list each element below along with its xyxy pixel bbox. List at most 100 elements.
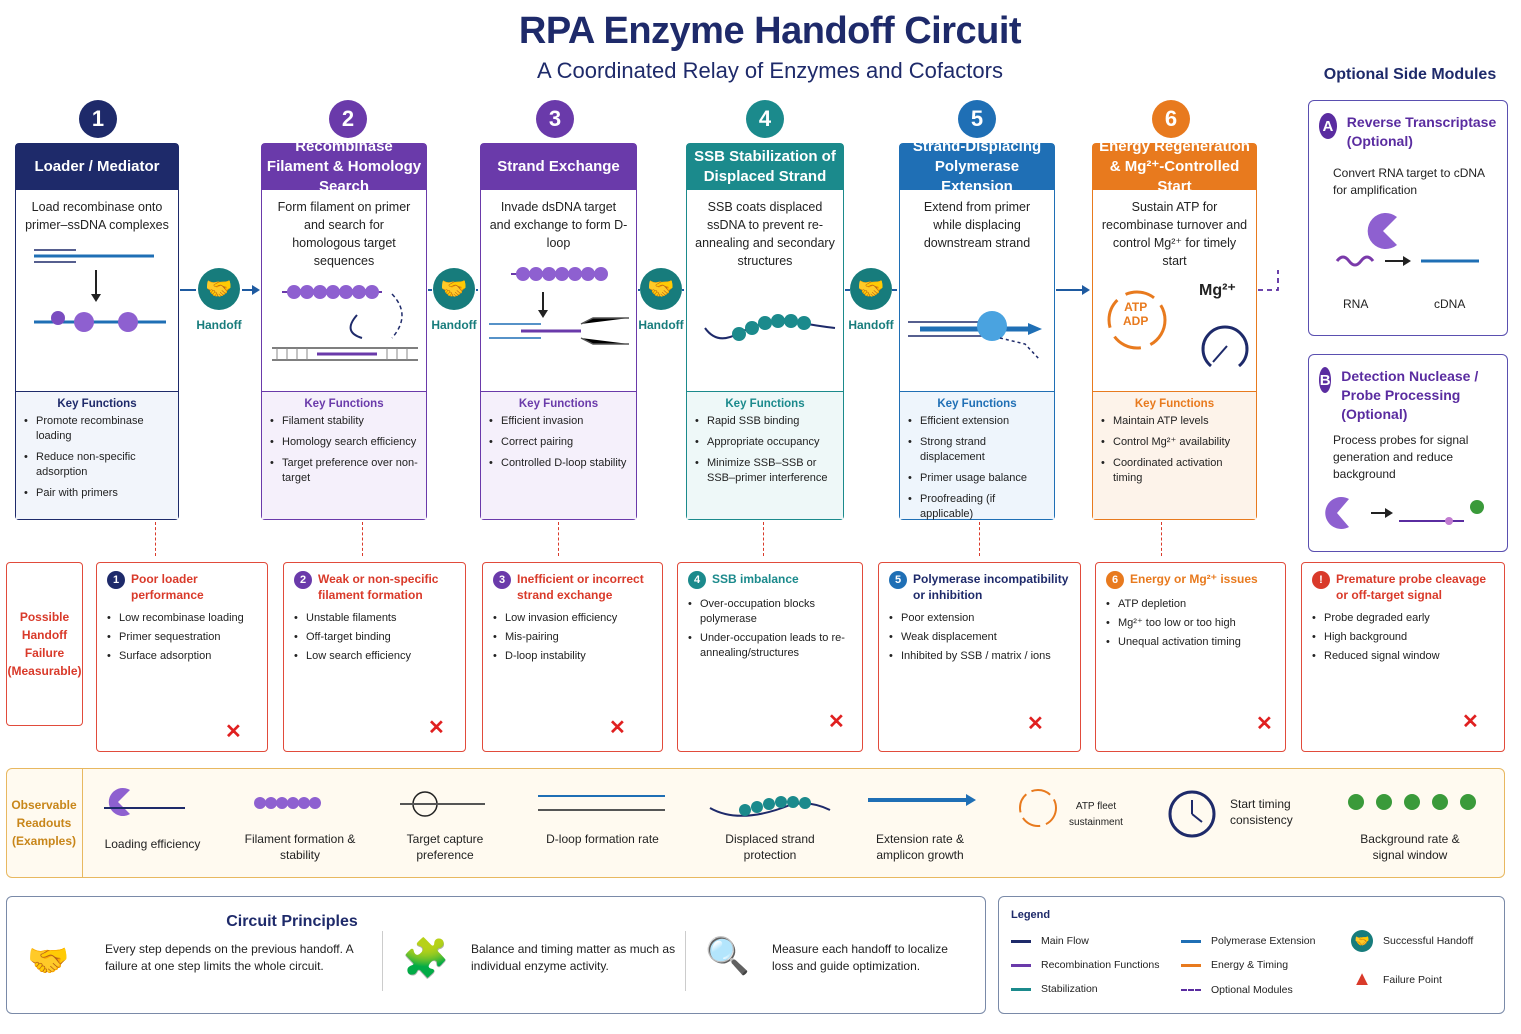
failure-title: Poor loader performance: [131, 572, 204, 602]
readout-item: D-loop formation rate: [546, 832, 659, 846]
failure-title: Weak or non-specific filament formation: [318, 572, 439, 602]
legend-item: 🤝Successful Handoff: [1351, 930, 1473, 952]
principles-panel: Circuit Principles 🤝 Every step depends …: [6, 896, 986, 1014]
stage-2-number: 2: [329, 100, 367, 138]
function-item: Filament stability: [270, 414, 418, 429]
module-b-description: Process probes for signal generation and…: [1333, 433, 1469, 481]
stage-2-key-functions: Key Functions Filament stability Homolog…: [262, 391, 426, 519]
stage-2-title: Recombinase Filament & Homology Search: [262, 138, 426, 195]
detection-nuclease-diagram: [1325, 497, 1484, 529]
failure-number: 5: [889, 571, 907, 589]
stage-3-key-functions: Key Functions Efficient invasion Correct…: [481, 391, 636, 519]
handoff-icon: 🤝: [640, 268, 682, 310]
stage-3-card: Strand Exchange Invade dsDNA target and …: [480, 143, 637, 520]
legend-label: Energy & Timing: [1211, 959, 1289, 971]
main-flow-arrows: [180, 270, 1279, 295]
legend-label: Optional Modules: [1211, 984, 1293, 996]
failure-item: Low search efficiency: [294, 649, 455, 664]
failure-x-icon: ✕: [828, 711, 845, 733]
function-item: Efficient extension: [908, 414, 1046, 429]
function-item: Strong strand displacement: [908, 435, 1046, 465]
divider: [685, 931, 686, 991]
stage-6-number: 6: [1152, 100, 1190, 138]
failure-item: Unequal activation timing: [1106, 635, 1275, 650]
key-functions-label: Key Functions: [304, 398, 384, 410]
failure-item: Off-target binding: [294, 630, 455, 645]
failure-connector: [979, 522, 980, 556]
function-item: Efficient invasion: [489, 414, 628, 429]
failure-x-icon: ✕: [1256, 713, 1273, 735]
failure-connector: [558, 522, 559, 556]
legend-item: Polymerase Extension: [1181, 935, 1315, 947]
failure-number: 3: [493, 571, 511, 589]
key-functions-label: Key Functions: [725, 398, 805, 410]
legend-label: Main Flow: [1041, 935, 1089, 947]
failure-number: 2: [294, 571, 312, 589]
loader-diagram: [34, 249, 166, 332]
ssb-diagram: [704, 314, 836, 341]
readout-item: Extension rate & amplicon growth: [875, 832, 965, 862]
legend-swatch: [1181, 939, 1201, 943]
stage-5-card: Strand-Displacing Polymerase Extension E…: [899, 138, 1055, 520]
stage-6-title: Energy Regeneration & Mg²⁺-Controlled St…: [1093, 138, 1256, 195]
failure-title: Energy or Mg²⁺ issues: [1130, 572, 1258, 586]
warning-icon: ▲: [1352, 968, 1372, 990]
handoff-label: Handoff: [638, 318, 684, 332]
failure-item: Reduced signal window: [1312, 649, 1494, 664]
rna-label: RNA: [1343, 297, 1369, 311]
module-b-title: Detection Nuclease / Probe Processing (O…: [1341, 368, 1479, 422]
filament-diagram: [272, 285, 418, 361]
principle-item: Every step depends on the previous hando…: [105, 942, 353, 973]
failure-card-3: 3 Inefficient or incorrect strand exchang…: [482, 562, 663, 752]
failure-item: Weak displacement: [889, 630, 1070, 645]
function-item: Target preference over non-target: [270, 456, 418, 486]
legend-swatch: [1181, 963, 1201, 967]
module-a-title: Reverse Transcriptase (Optional): [1346, 114, 1497, 149]
stage-3-description: Invade dsDNA target and exchange to form…: [489, 200, 628, 250]
readout-item: Start timing consistency: [1230, 797, 1293, 827]
stage-5-description: Extend from primer while displacing down…: [923, 200, 1031, 250]
page-title: RPA Enzyme Handoff Circuit: [518, 10, 1022, 52]
legend-label: Recombination Functions: [1041, 959, 1160, 971]
readout-icons: [104, 788, 1476, 838]
failure-x-icon: ✕: [225, 721, 242, 743]
failure-item: Mg²⁺ too low or too high: [1106, 616, 1275, 631]
legend-item: Main Flow: [1011, 935, 1089, 947]
stage-5-number: 5: [958, 100, 996, 138]
legend-item: Stabilization: [1011, 983, 1098, 995]
puzzle-icon: 🧩: [402, 938, 450, 980]
function-item: Maintain ATP levels: [1101, 414, 1248, 429]
legend-item: Optional Modules: [1181, 984, 1293, 996]
failure-x-icon: ✕: [1027, 713, 1044, 735]
warning-icon: !: [1312, 571, 1330, 589]
failure-item: Unstable filaments: [294, 611, 455, 626]
page-subtitle: A Coordinated Relay of Enzymes and Cofac…: [537, 58, 1003, 83]
failure-title: Inefficient or incorrect strand exchange: [517, 572, 644, 602]
failure-title: Polymerase incompatibility or inhibition: [913, 572, 1069, 602]
handoff-label: Handoff: [431, 318, 477, 332]
stage-5-key-functions: Key Functions Efficient extension Strong…: [900, 391, 1054, 520]
failure-x-icon: ✕: [1462, 711, 1479, 733]
handoff-label: Handoff: [196, 318, 242, 332]
principle-item: Measure each handoff to localize loss an…: [772, 942, 948, 973]
function-item: Homology search efficiency: [270, 435, 418, 450]
handoff-icon: 🤝: [850, 268, 892, 310]
handshake-icon: 🤝: [1351, 930, 1373, 952]
legend-swatch: [1011, 939, 1031, 943]
adp-label: ADP: [1123, 314, 1149, 328]
readout-item: Background rate & signal window: [1360, 832, 1460, 862]
failure-item: Mis-pairing: [493, 630, 652, 645]
function-item: Coordinated activation timing: [1101, 456, 1248, 486]
failure-item: Poor extension: [889, 611, 1070, 626]
legend-item: Recombination Functions: [1011, 959, 1159, 971]
readout-item: Displaced strand protection: [725, 832, 815, 862]
legend-label: Failure Point: [1383, 973, 1442, 986]
legend-item: ▲ Failure Point: [1351, 968, 1442, 991]
stage-1-key-functions: Key Functions Promote recombinase loadin…: [16, 391, 178, 519]
stage-6-card: Energy Regeneration & Mg²⁺-Controlled St…: [1092, 138, 1257, 520]
legend-title: Legend: [1011, 909, 1051, 921]
stage-1-number: 1: [79, 100, 117, 138]
